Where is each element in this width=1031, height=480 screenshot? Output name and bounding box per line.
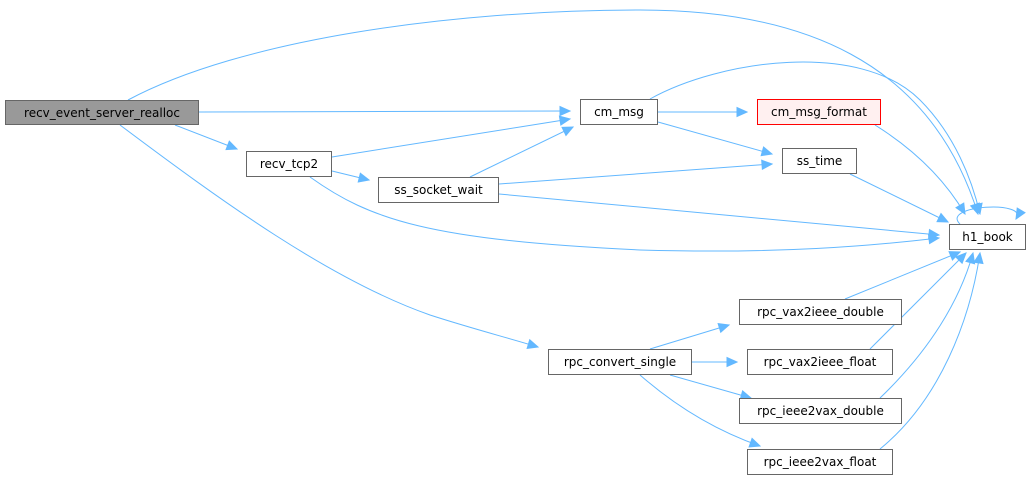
node-rpc_ieee2vax_double[interactable]: rpc_ieee2vax_double bbox=[739, 398, 902, 424]
edge-cm-msg-to-ss-time-arrowhead bbox=[760, 146, 774, 157]
edge-rpc-ieee2vax-float-to-h1-book-arrowhead bbox=[973, 251, 984, 265]
edge-recv-event-server-realloc-to-cm-msg-arrowhead bbox=[559, 105, 572, 117]
edge-h1-book-to-h1-book-arrowhead bbox=[1015, 207, 1026, 221]
edge-rpc-ieee2vax-double-to-h1-book bbox=[879, 252, 974, 399]
edge-recv-tcp2-to-h1-book bbox=[309, 176, 940, 252]
edge-ss-socket-wait-to-h1-book bbox=[498, 193, 940, 236]
edge-ss-socket-wait-to-ss-time-arrowhead bbox=[761, 159, 774, 171]
node-recv_tcp2[interactable]: recv_tcp2 bbox=[246, 151, 332, 177]
node-cm_msg[interactable]: cm_msg bbox=[580, 99, 658, 125]
edge-ss-socket-wait-to-ss-time bbox=[498, 163, 773, 185]
node-rpc_vax2ieee_double[interactable]: rpc_vax2ieee_double bbox=[739, 299, 902, 325]
node-ss_socket_wait[interactable]: ss_socket_wait bbox=[378, 177, 499, 203]
edge-recv-event-server-realloc-to-h1-book bbox=[127, 9, 979, 215]
node-recv_event_server_realloc: recv_event_server_realloc bbox=[5, 100, 199, 125]
edge-recv-event-server-realloc-to-recv-tcp2-arrowhead bbox=[225, 140, 239, 151]
edge-recv-tcp2-to-cm-msg-arrowhead bbox=[558, 115, 572, 126]
edge-rpc-convert-single-to-rpc-vax2ieee-double bbox=[649, 324, 730, 350]
edge-ss-socket-wait-to-h1-book-arrowhead bbox=[928, 228, 941, 240]
node-rpc_vax2ieee_float[interactable]: rpc_vax2ieee_float bbox=[747, 349, 893, 375]
edge-recv-event-server-realloc-to-rpc-convert-single-arrowhead bbox=[526, 338, 540, 350]
edge-rpc-ieee2vax-double-to-h1-book-arrowhead bbox=[965, 251, 976, 265]
node-h1_book[interactable]: h1_book bbox=[949, 224, 1026, 250]
edge-cm-msg-to-h1-book-arrowhead bbox=[972, 202, 983, 216]
edge-ss-socket-wait-to-cm-msg bbox=[469, 126, 574, 178]
edge-ss-socket-wait-to-cm-msg-arrowhead bbox=[561, 126, 575, 137]
edge-rpc-vax2ieee-double-to-h1-book-arrowhead bbox=[948, 251, 962, 261]
edge-recv-tcp2-to-cm-msg bbox=[331, 118, 571, 158]
node-rpc_ieee2vax_float[interactable]: rpc_ieee2vax_float bbox=[747, 449, 893, 475]
edge-recv-event-server-realloc-to-recv-tcp2 bbox=[174, 124, 238, 150]
edge-rpc-convert-single-to-rpc-ieee2vax-float-arrowhead bbox=[748, 437, 762, 448]
edge-recv-tcp2-to-ss-socket-wait-arrowhead bbox=[357, 172, 371, 183]
edge-rpc-ieee2vax-float-to-h1-book bbox=[879, 252, 981, 450]
edge-cm-msg-to-ss-time bbox=[657, 121, 773, 155]
node-ss_time[interactable]: ss_time bbox=[782, 148, 857, 174]
edge-ss-time-to-h1-book-arrowhead bbox=[936, 212, 950, 223]
edge-cm-msg-to-cm-msg-format-arrowhead bbox=[736, 106, 749, 118]
node-rpc_convert_single[interactable]: rpc_convert_single bbox=[548, 349, 692, 375]
node-cm_msg_format[interactable]: cm_msg_format bbox=[757, 99, 881, 125]
edge-cm-msg-format-to-h1-book bbox=[874, 124, 966, 215]
edge-cm-msg-format-to-h1-book-arrowhead bbox=[955, 202, 966, 216]
edge-ss-time-to-h1-book bbox=[849, 173, 949, 223]
edge-rpc-convert-single-to-rpc-vax2ieee-float-arrowhead bbox=[726, 356, 739, 368]
edge-rpc-vax2ieee-double-to-h1-book bbox=[844, 251, 961, 300]
edge-h1-book-to-h1-book bbox=[956, 206, 1018, 225]
edge-rpc-vax2ieee-float-to-h1-book-arrowhead bbox=[954, 252, 967, 265]
edge-rpc-convert-single-to-rpc-vax2ieee-double-arrowhead bbox=[717, 323, 731, 334]
edge-rpc-convert-single-to-rpc-ieee2vax-double bbox=[669, 374, 752, 399]
edge-rpc-vax2ieee-float-to-h1-book bbox=[869, 252, 967, 350]
edge-cm-msg-to-h1-book bbox=[649, 61, 981, 215]
edge-recv-event-server-realloc-to-rpc-convert-single bbox=[119, 124, 539, 348]
edge-recv-event-server-realloc-to-cm-msg bbox=[198, 110, 571, 113]
edge-rpc-convert-single-to-rpc-ieee2vax-float bbox=[639, 374, 761, 447]
